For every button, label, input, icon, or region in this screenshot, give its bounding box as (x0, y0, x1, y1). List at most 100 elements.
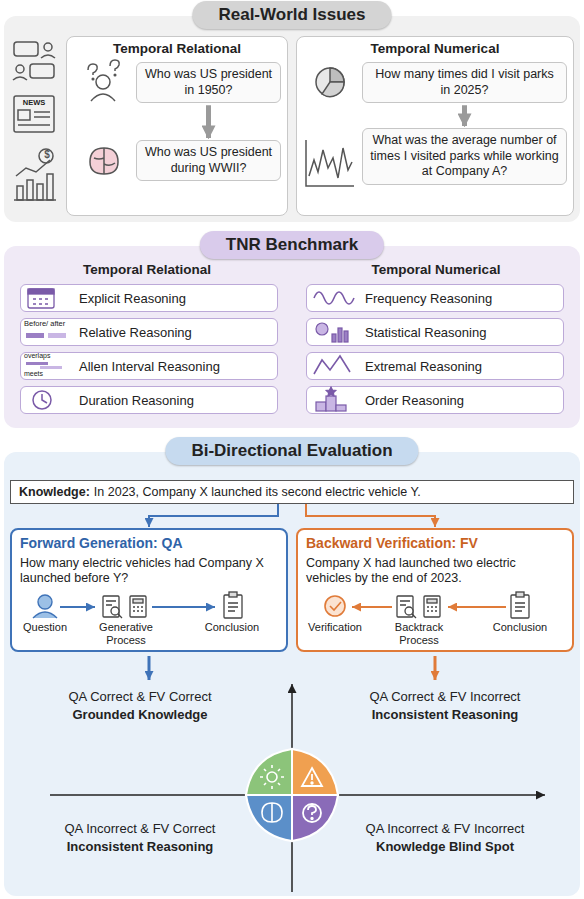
question-box: Who was US president during WWII? (136, 140, 281, 181)
calendar-icon (28, 289, 54, 308)
box-heading: Backward Verification: FV (306, 535, 564, 553)
sun-icon (260, 765, 284, 789)
statistics-icon (338, 328, 342, 342)
person-question-icon (88, 64, 97, 75)
calculator-icon (130, 596, 146, 617)
chart-icon (37, 184, 43, 200)
box-body: Company X had launched two electric vehi… (306, 556, 564, 587)
chat-icon (44, 43, 52, 51)
question-box: Who was US president in 1950? (136, 62, 281, 103)
chart-icon (17, 186, 23, 200)
search-document-icon (111, 607, 119, 615)
chart-icon (39, 149, 53, 163)
person-question-icon (96, 75, 110, 89)
quadrant-label: Knowledge Blind Spot (325, 840, 565, 855)
before-after-bars (26, 333, 66, 338)
box-text: Order Reasoning (365, 393, 464, 408)
sun-icon (260, 765, 284, 789)
quadrant-label: QA Correct & FV Incorrect (325, 690, 565, 705)
quadrant-label: Inconsistent Reasoning (20, 840, 260, 855)
allen-interval-bars (26, 362, 62, 369)
conclusion-icon (511, 595, 529, 618)
calculator-icon (130, 596, 146, 617)
category-panel: Temporal RelationalWho was US president … (66, 36, 288, 216)
box-text: Frequency Reasoning (365, 291, 492, 306)
person-question-icon (110, 60, 119, 71)
section-title: TNR Benchmark (226, 235, 358, 255)
calculator-icon (133, 599, 143, 603)
clock-icon (33, 391, 51, 409)
connector-arrow (206, 105, 211, 138)
connector-arrow (149, 504, 278, 527)
brain-icon (271, 803, 273, 822)
question-icon (33, 612, 57, 618)
warning-icon (302, 768, 322, 786)
search-document-icon (405, 607, 413, 615)
category-panel: Temporal NumericalHow many times did I v… (296, 36, 574, 216)
calculator-icon (427, 607, 437, 611)
search-document-icon (103, 596, 119, 617)
sun-icon (267, 772, 277, 782)
icon-caption: overlaps (24, 352, 68, 360)
icon-text: NEWS (15, 99, 53, 108)
search-document-icon (106, 601, 116, 605)
qa-box: Forward Generation: QAHow many electric … (10, 528, 288, 652)
column-heading: Temporal Relational (22, 262, 272, 278)
allen-interval-bars (40, 366, 62, 369)
box-text: Allen Interval Reasoning (79, 359, 220, 374)
category-heading: Temporal Numerical (297, 41, 573, 56)
podium-icon (336, 405, 346, 411)
section-header-pill: TNR Benchmark (200, 231, 384, 259)
statistics-icon (316, 323, 328, 335)
allen-interval-bars (26, 362, 48, 365)
person-question-icon (114, 74, 116, 76)
extremal-icon (314, 356, 350, 374)
brain-icon (90, 148, 118, 174)
verification-icon (325, 596, 345, 616)
quadrant-label: Grounded Knowledge (20, 708, 260, 723)
conclusion-icon (229, 592, 237, 597)
calculator-icon (427, 599, 437, 603)
calculator-icon (133, 607, 143, 611)
step-label: Generative Process (88, 621, 164, 646)
step-label: Backtrack Process (381, 621, 457, 646)
result-arrow (148, 656, 151, 680)
step-label: Verification (300, 621, 370, 634)
question-box: How many times did I visit parks in 2025… (362, 62, 567, 103)
warning-icon (311, 774, 313, 780)
warning-icon (311, 782, 313, 784)
brain-icon (262, 803, 282, 822)
result-arrow (434, 656, 437, 680)
before-after-bars (26, 333, 44, 338)
quadrant-petals (292, 795, 338, 841)
box-text: Statistical Reasoning (365, 325, 486, 340)
clock-icon (42, 394, 47, 403)
question-box: What was the average number of times I v… (362, 128, 567, 185)
quadrant-label: QA Correct & FV Correct (20, 690, 260, 705)
podium-icon (326, 396, 336, 411)
clock-icon (33, 391, 51, 409)
pie-icon (330, 68, 344, 82)
icon-caption: Before/ after (24, 320, 72, 329)
conclusion-icon (516, 592, 524, 597)
box-text: Who was US president during WWII? (143, 145, 274, 176)
quadrant-petals (292, 749, 338, 795)
chart-icon (16, 160, 50, 176)
section-header-pill: Real-World Issues (192, 1, 391, 29)
extremal-icon (314, 356, 350, 374)
line-chart-icon (306, 140, 354, 186)
chat-icon (14, 42, 38, 56)
category-heading: Temporal Relational (67, 41, 287, 56)
search-document-icon (397, 596, 416, 618)
chat-icon (41, 55, 55, 58)
section-title: Bi-Directional Evaluation (191, 441, 392, 461)
verification-icon (325, 596, 345, 616)
chat-icon (16, 65, 24, 73)
calendar-icon (28, 289, 54, 308)
process-arrow (352, 606, 392, 608)
wave-icon (314, 292, 354, 304)
section-header-pill: Bi-Directional Evaluation (165, 437, 418, 465)
line-chart-icon (309, 148, 352, 178)
question-icon (303, 804, 321, 822)
box-heading: Forward Generation: QA (20, 535, 278, 553)
